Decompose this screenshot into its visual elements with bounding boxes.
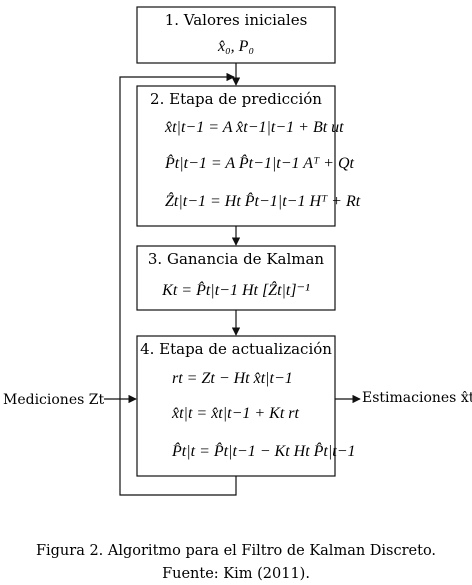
update-equation-residual: rt = Zt − Ht x̂t|t−1 — [172, 370, 293, 387]
prediction-equation-covariance: P̂t|t−1 = A P̂t−1|t−1 Aᵀ + Qt — [164, 153, 355, 172]
prediction-equation-innovation-cov: Ẑt|t−1 = Ht P̂t−1|t−1 Hᵀ + Rt — [165, 191, 361, 210]
box-kalman-gain-title: 3. Ganancia de Kalman — [148, 250, 325, 268]
box-prediction: 2. Etapa de predicción x̂t|t−1 = A x̂t−1… — [136, 85, 361, 227]
kalman-gain-equation: Kt = P̂t|t−1 Ht [Ẑt|t]⁻¹ — [161, 280, 310, 299]
box-update-title: 4. Etapa de actualización — [140, 340, 332, 358]
update-equation-state: x̂t|t = x̂t|t−1 + Kt rt — [171, 405, 300, 422]
initial-values-equation: x̂₀, P₀ — [217, 38, 254, 55]
box-initial-values: 1. Valores iniciales x̂₀, P₀ — [136, 6, 336, 64]
box-initial-values-title: 1. Valores iniciales — [165, 11, 308, 29]
update-equation-covariance: P̂t|t = P̂t|t−1 − Kt Ht P̂t|t−1 — [171, 441, 356, 460]
output-label: Estimaciones x̂t — [362, 390, 472, 406]
feedback-loop-arrow — [119, 72, 237, 496]
input-label: Mediciones Zt — [3, 392, 104, 408]
box-kalman-gain: 3. Ganancia de Kalman Kt = P̂t|t−1 Ht [Ẑ… — [136, 245, 336, 311]
box-update: 4. Etapa de actualización rt = Zt − Ht x… — [136, 335, 356, 477]
box-prediction-title: 2. Etapa de predicción — [150, 90, 322, 108]
figure-caption-line1: Figura 2. Algoritmo para el Filtro de Ka… — [36, 543, 436, 559]
prediction-equation-state: x̂t|t−1 = A x̂t−1|t−1 + Bt ut — [164, 119, 344, 136]
figure-caption-line2: Fuente: Kim (2011). — [162, 566, 310, 582]
